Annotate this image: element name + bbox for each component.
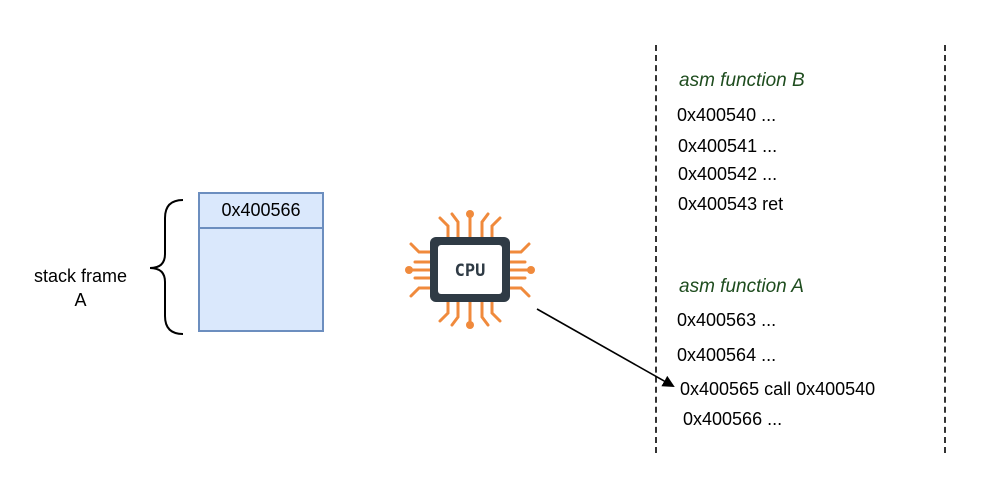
stack-frame-label: stack frame A	[18, 264, 143, 312]
execution-arrow	[536, 308, 675, 387]
stack-frame-label-line2: A	[74, 290, 87, 310]
function-b-heading: asm function B	[679, 70, 805, 91]
cpu-pin-dots	[405, 210, 535, 329]
cpu-face	[438, 245, 502, 294]
function-b-line: 0x400541 ...	[678, 136, 778, 156]
dashed-divider-right	[944, 45, 946, 453]
function-a-line: 0x400566 ...	[683, 409, 783, 429]
return-address-slot: 0x400566	[200, 194, 322, 229]
dashed-divider-left	[655, 45, 657, 453]
function-b-line: 0x400543 ret	[678, 194, 784, 214]
curly-brace	[149, 199, 184, 335]
function-a-line: 0x400564 ...	[677, 345, 777, 365]
function-b-line: 0x400540 ...	[677, 105, 777, 125]
function-a-line: 0x400563 ...	[677, 310, 777, 330]
function-b-line: 0x400542 ...	[678, 164, 778, 184]
stack-frame-label-line1: stack frame	[33, 266, 128, 286]
stack-frame-box: 0x400566	[198, 192, 324, 332]
cpu-label: CPU	[455, 261, 486, 281]
function-a-line-call: 0x400565 call 0x400540	[680, 379, 876, 399]
function-a-heading: asm function A	[679, 276, 804, 297]
